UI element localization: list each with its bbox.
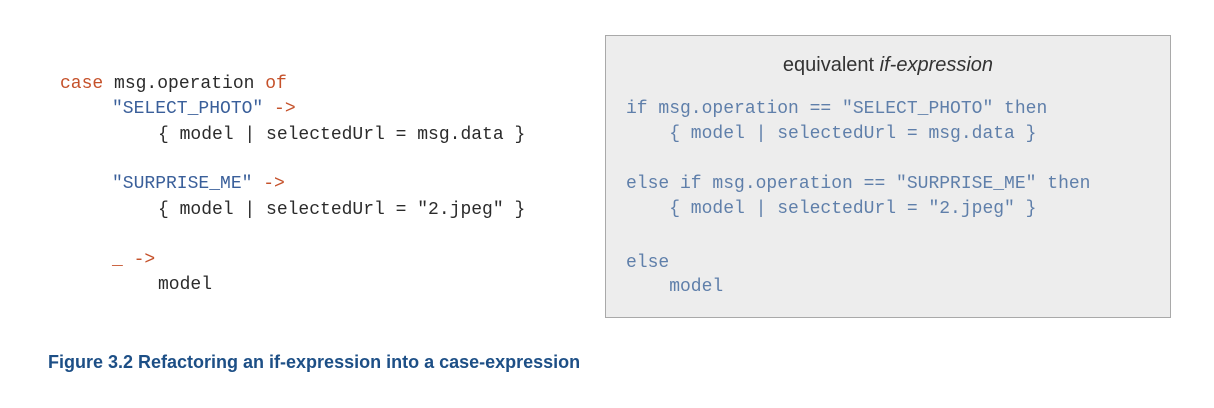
keyword-of: of — [265, 74, 287, 94]
string-literal: "SURPRISE_ME" — [112, 174, 253, 194]
code-line-case: case msg.operation of — [60, 74, 287, 94]
equivalent-if-expression-box: equivalent if-expression if msg.operatio… — [605, 35, 1171, 318]
arrow: -> — [252, 174, 285, 194]
case-expression-code: case msg.operation of "SELECT_PHOTO" -> … — [60, 0, 580, 320]
box-title: equivalent if-expression — [606, 54, 1170, 77]
box-title-italic: if-expression — [879, 54, 994, 76]
if-body-line: { model | selectedUrl = msg.data } — [626, 124, 1037, 144]
else-if-line: else if msg.operation == "SURPRISE_ME" t… — [626, 174, 1091, 194]
code-line-surprise-me: "SURPRISE_ME" -> — [112, 174, 285, 194]
else-line: else — [626, 253, 670, 273]
else-body-line: model — [626, 277, 724, 297]
code-line-select-photo-body: { model | selectedUrl = msg.data } — [158, 125, 526, 145]
code-line-select-photo: "SELECT_PHOTO" -> — [112, 99, 296, 119]
arrow: -> — [263, 99, 296, 119]
figure-caption: Figure 3.2 Refactoring an if-expression … — [48, 352, 581, 372]
if-line: if msg.operation == "SELECT_PHOTO" then — [626, 99, 1048, 119]
keyword-case: case — [60, 74, 104, 94]
code-text: msg.operation — [103, 74, 266, 94]
string-literal: "SELECT_PHOTO" — [112, 99, 264, 119]
code-line-wildcard: _ -> — [112, 250, 156, 270]
code-line-surprise-me-body: { model | selectedUrl = "2.jpeg" } — [158, 200, 526, 220]
box-title-plain: equivalent — [782, 54, 880, 76]
else-if-body-line: { model | selectedUrl = "2.jpeg" } — [626, 199, 1037, 219]
code-line-wildcard-body: model — [158, 275, 213, 295]
